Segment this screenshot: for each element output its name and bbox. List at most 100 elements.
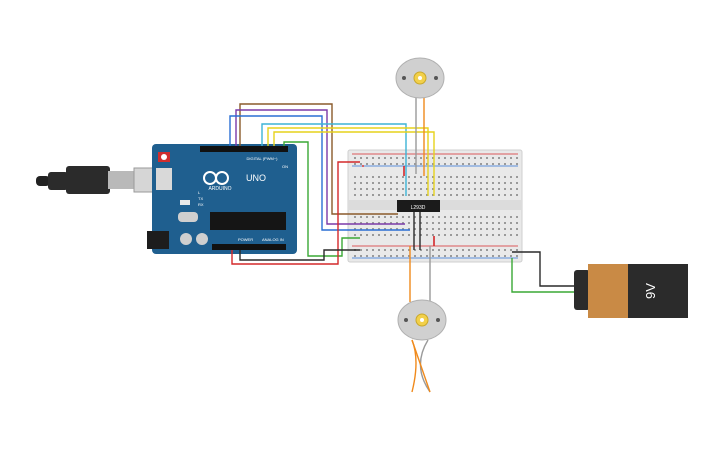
breadboard-hole	[504, 176, 506, 178]
breadboard-hole	[504, 255, 506, 257]
breadboard-hole	[408, 249, 410, 251]
breadboard-hole	[486, 216, 488, 218]
wire-yellow[interactable]	[267, 127, 429, 176]
breadboard-hole	[444, 216, 446, 218]
breadboard-hole	[516, 194, 518, 196]
breadboard-hole	[414, 157, 416, 159]
breadboard-hole	[480, 194, 482, 196]
breadboard-hole	[498, 157, 500, 159]
breadboard-hole	[384, 194, 386, 196]
breadboard-hole	[372, 249, 374, 251]
breadboard-hole	[516, 249, 518, 251]
wire-purple[interactable]	[235, 109, 405, 225]
breadboard-hole	[492, 234, 494, 236]
breadboard-hole	[420, 249, 422, 251]
breadboard-hole	[492, 194, 494, 196]
breadboard-hole	[432, 249, 434, 251]
breadboard-hole	[474, 157, 476, 159]
breadboard-hole	[408, 176, 410, 178]
battery-9v[interactable]: 9V	[574, 264, 688, 318]
breadboard-hole	[462, 249, 464, 251]
motor-bottom[interactable]	[397, 299, 447, 341]
breadboard-hole	[414, 182, 416, 184]
breadboard-hole	[360, 176, 362, 178]
breadboard-hole	[408, 222, 410, 224]
breadboard-hole	[462, 216, 464, 218]
l293d-chip[interactable]: L293D	[397, 200, 440, 212]
usb-port	[156, 168, 172, 190]
breadboard-hole	[450, 157, 452, 159]
breadboard-hole	[450, 228, 452, 230]
breadboard-hole	[498, 163, 500, 165]
breadboard-hole	[366, 249, 368, 251]
breadboard-hole	[462, 255, 464, 257]
wire-blue-dark[interactable]	[229, 115, 410, 231]
breadboard-hole	[420, 182, 422, 184]
breadboard-hole	[396, 255, 398, 257]
breadboard-hole	[414, 255, 416, 257]
breadboard-hole	[378, 182, 380, 184]
breadboard-hole	[510, 255, 512, 257]
breadboard-hole	[468, 249, 470, 251]
breadboard-hole	[444, 176, 446, 178]
breadboard-hole	[486, 194, 488, 196]
breadboard-hole	[450, 163, 452, 165]
breadboard-hole	[402, 249, 404, 251]
breadboard-hole	[432, 194, 434, 196]
breadboard-hole	[474, 188, 476, 190]
breadboard-hole	[468, 157, 470, 159]
breadboard-hole	[372, 176, 374, 178]
analog-label: ANALOG IN	[262, 237, 284, 242]
breadboard-hole	[450, 249, 452, 251]
breadboard-hole	[414, 234, 416, 236]
wire-yellow-2[interactable]	[273, 131, 435, 176]
rx-label: RX	[198, 202, 204, 207]
breadboard-hole	[384, 188, 386, 190]
breadboard-hole	[390, 255, 392, 257]
breadboard-hole	[366, 228, 368, 230]
arduino-board[interactable]: ARDUINO UNO DIGITAL (PWM~) POWER ANALOG …	[147, 144, 297, 254]
breadboard-hole	[456, 157, 458, 159]
breadboard-hole	[372, 228, 374, 230]
breadboard-hole	[456, 222, 458, 224]
breadboard-hole	[360, 228, 362, 230]
wire-battery-green[interactable]	[511, 258, 575, 293]
breadboard-hole	[486, 182, 488, 184]
breadboard-hole	[366, 157, 368, 159]
breadboard-hole	[450, 182, 452, 184]
breadboard-hole	[510, 188, 512, 190]
breadboard-hole	[372, 194, 374, 196]
wire-brown[interactable]	[239, 103, 398, 215]
wire-cyan[interactable]	[261, 123, 407, 176]
breadboard-hole	[372, 234, 374, 236]
wire-red[interactable]	[231, 161, 360, 265]
breadboard-hole	[450, 188, 452, 190]
breadboard-hole	[414, 176, 416, 178]
breadboard-hole	[480, 216, 482, 218]
breadboard-hole	[474, 194, 476, 196]
breadboard-hole	[438, 176, 440, 178]
breadboard-hole	[468, 182, 470, 184]
wire-green[interactable]	[283, 141, 360, 257]
breadboard-hole	[426, 182, 428, 184]
breadboard-hole	[354, 176, 356, 178]
wire-black[interactable]	[239, 249, 360, 261]
breadboard-hole	[384, 216, 386, 218]
breadboard-hole	[444, 249, 446, 251]
breadboard-hole	[390, 216, 392, 218]
breadboard-hole	[498, 222, 500, 224]
breadboard-hole	[450, 222, 452, 224]
breadboard-hole	[366, 194, 368, 196]
breadboard-hole	[504, 194, 506, 196]
breadboard-hole	[462, 228, 464, 230]
wire-battery-black[interactable]	[512, 251, 575, 287]
motor-top[interactable]	[395, 57, 445, 99]
breadboard-hole	[396, 194, 398, 196]
breadboard-hole	[444, 182, 446, 184]
breadboard-hole	[450, 216, 452, 218]
digital-header	[200, 146, 288, 152]
usb-cable[interactable]	[36, 166, 169, 194]
breadboard-hole	[432, 163, 434, 165]
breadboard-hole	[438, 163, 440, 165]
